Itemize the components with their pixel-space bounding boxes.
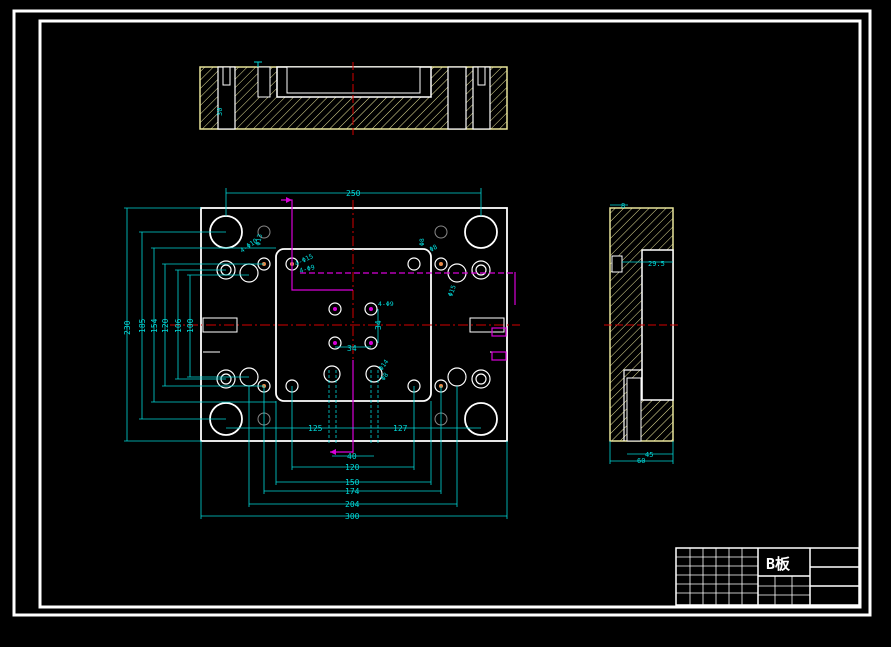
dim-174: 174 <box>345 487 360 496</box>
callout-phi8-a: Φ8 <box>418 238 426 246</box>
plan-view: 250 230 185 154 120 106 100 34 34 125 12… <box>123 188 520 521</box>
dim-side-45: 45 <box>645 451 653 459</box>
callout-phi8-c: Φ8 <box>379 371 390 382</box>
dim-230: 230 <box>123 320 132 335</box>
callout-phi8-b: Φ8 <box>428 243 439 254</box>
callout-4-phi9: 4-Φ9 <box>298 263 315 275</box>
dim-side-60: 60 <box>637 457 645 465</box>
callout-phi13: Φ13 <box>254 233 264 246</box>
dim-120: 120 <box>161 318 170 333</box>
dim-300: 300 <box>345 512 360 521</box>
side-section-view: 8 29.5 45 60 <box>604 202 680 465</box>
dim-40: 40 <box>347 452 357 461</box>
callout-phi15: Φ15 <box>446 284 458 298</box>
title-block <box>675 547 860 606</box>
dim-side-8: 8 <box>621 202 625 210</box>
dim-34-v: 34 <box>374 320 383 330</box>
dim-120-bottom: 120 <box>345 463 360 472</box>
top-section-view: 30 <box>199 61 508 135</box>
dim-204: 204 <box>345 500 360 509</box>
dim-106: 106 <box>174 318 183 333</box>
guide-hole-br <box>464 402 498 436</box>
dim-127: 127 <box>393 424 408 433</box>
dim-100: 100 <box>186 318 195 333</box>
dim-154: 154 <box>150 318 159 333</box>
dim-185: 185 <box>138 318 147 333</box>
callout-phi14: Φ14 <box>377 358 390 372</box>
guide-hole-tr <box>464 215 498 249</box>
dim-250: 250 <box>346 189 361 198</box>
dim-150: 150 <box>345 478 360 487</box>
outer-frame <box>12 9 872 617</box>
dim-34-h: 34 <box>347 344 357 353</box>
dim-125: 125 <box>308 424 323 433</box>
callout-4-phi9-ejector: 4-Φ9 <box>378 300 394 308</box>
part-name-label: B板 <box>766 555 791 573</box>
dim-side-29-5: 29.5 <box>648 260 665 268</box>
dim-top-30: 30 <box>216 108 224 116</box>
inner-frame <box>38 19 862 609</box>
